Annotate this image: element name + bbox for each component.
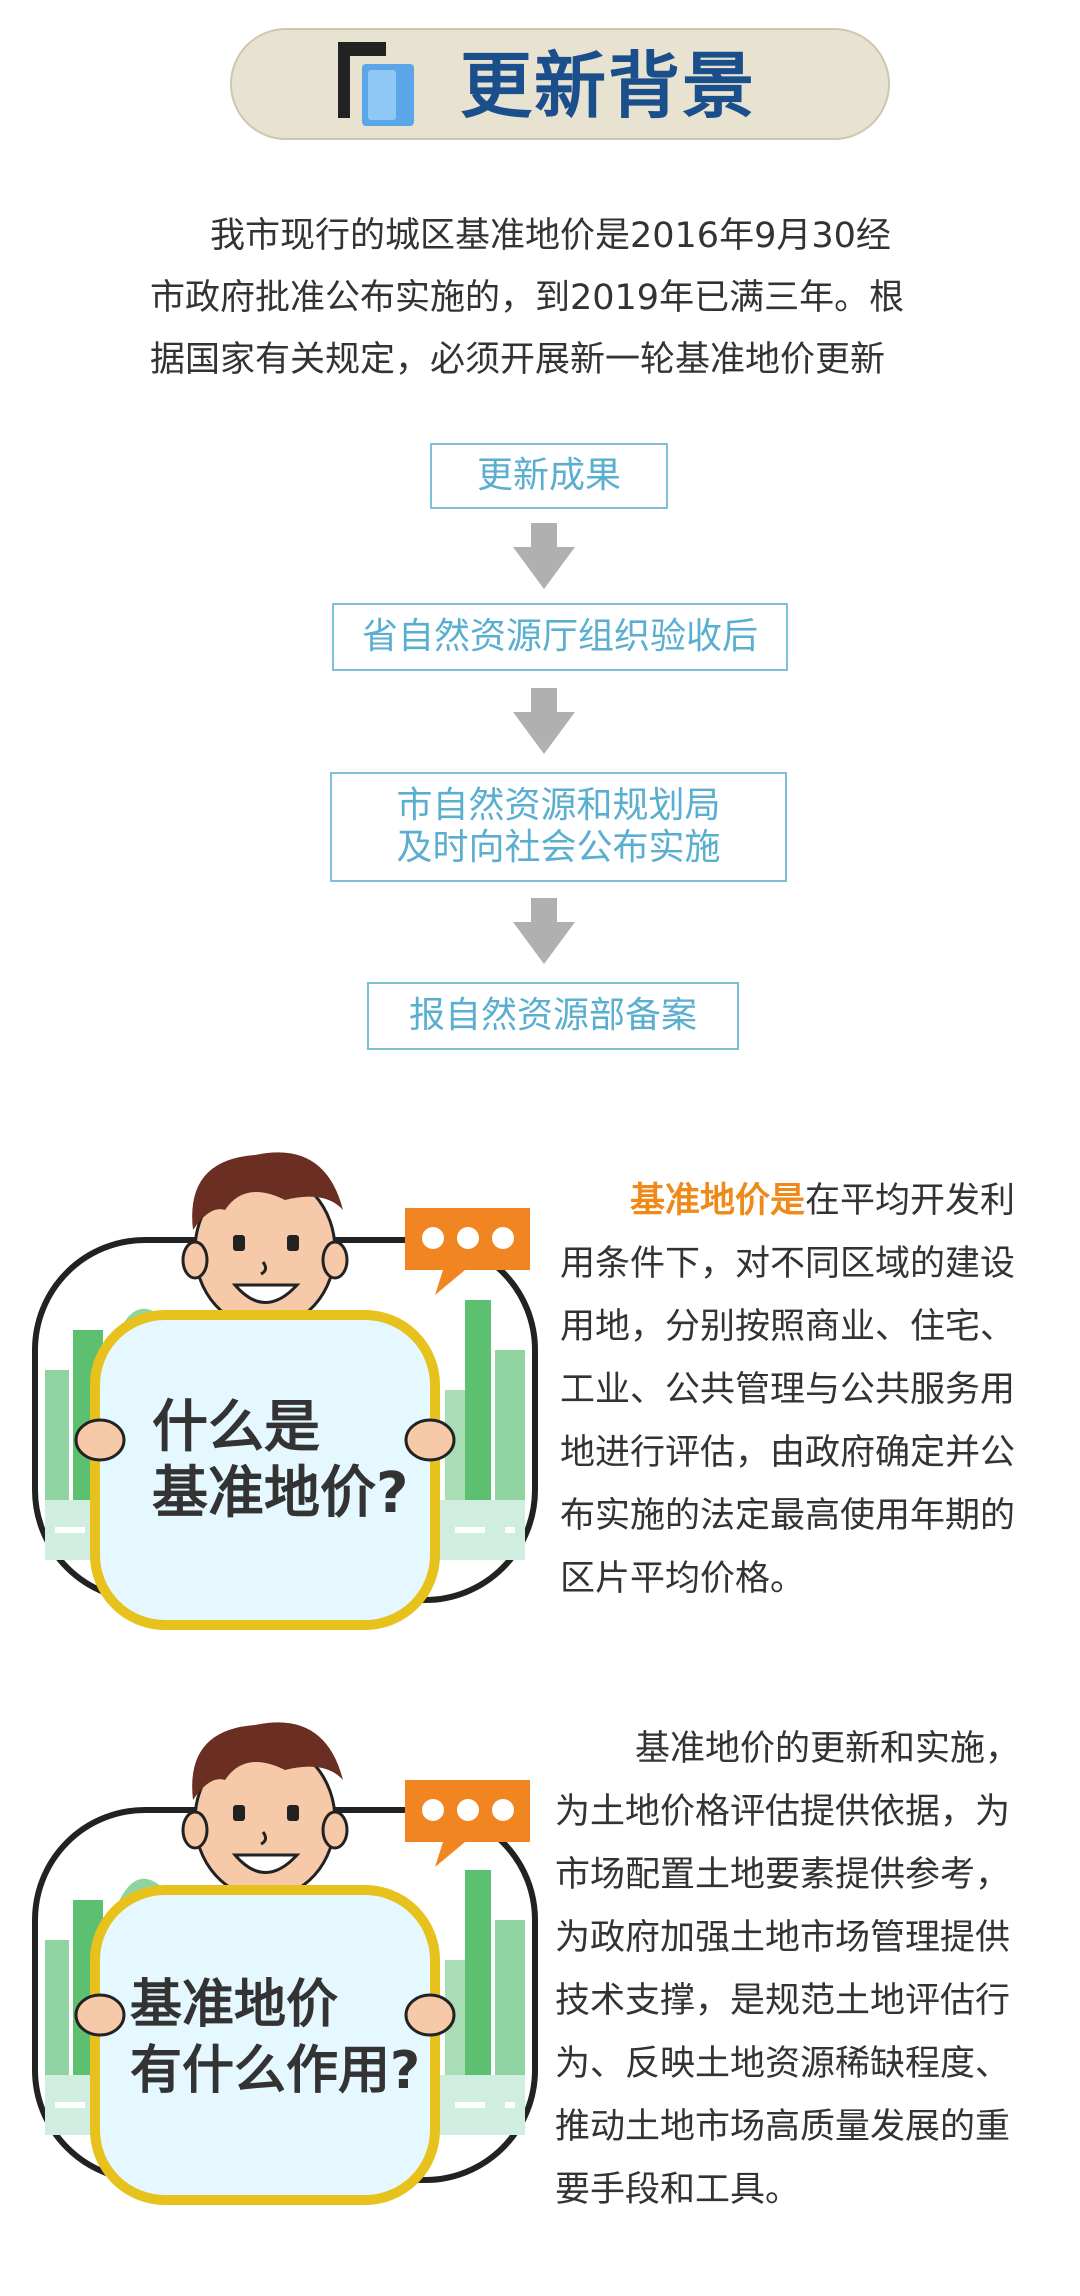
qa1-answer: 基准地价是在平均开发利 用条件下，对不同区域的建设 用地，分别按照商业、住宅、 …: [560, 1170, 1055, 1611]
answer-line: 在平均开发利: [805, 1181, 1016, 1221]
answer-line: 为、反映土地资源稀缺程度、: [555, 2044, 1011, 2084]
page-title: 更新背景: [460, 44, 757, 128]
speech-bubble-icon: [405, 1780, 530, 1867]
flow-step-text: 及时向社会公布实施: [396, 827, 721, 868]
sign-text: 什么是 基准地价?: [152, 1395, 408, 1527]
flow-step-1: 更新成果: [430, 443, 668, 509]
answer-line: 为土地价格评估提供依据，为: [555, 1792, 1011, 1832]
answer-line: 为政府加强土地市场管理提供: [555, 1918, 1011, 1958]
qa2-answer: 基准地价的更新和实施， 为土地价格评估提供依据，为 市场配置土地要素提供参考， …: [555, 1718, 1055, 2222]
answer-line: 用条件下，对不同区域的建设: [560, 1244, 1016, 1284]
answer-line: 工业、公共管理与公共服务用: [560, 1370, 1016, 1410]
character-illustration: [32, 1152, 538, 1630]
sign-line: 基准地价: [130, 1975, 339, 2035]
answer-line: 区片平均价格。: [560, 1559, 806, 1599]
flow-step-text: 报自然资源部备案: [408, 995, 697, 1036]
sign-line: 有什么作用?: [130, 2041, 421, 2101]
sign-text: 基准地价 有什么作用?: [130, 1972, 420, 2104]
document-icon: [338, 42, 414, 126]
answer-line: 地进行评估，由政府确定并公: [560, 1433, 1016, 1473]
answer-line: 要手段和工具。: [555, 2170, 801, 2210]
arrow-down-icon: [513, 688, 575, 754]
intro-paragraph: 我市现行的城区基准地价是2016年9月30经 市政府批准公布实施的，到2019年…: [150, 205, 950, 391]
city-buildings-right: [445, 1870, 525, 2080]
intro-line: 我市现行的城区基准地价是2016年9月30经: [210, 216, 891, 256]
arrow-down-icon: [513, 898, 575, 964]
answer-line: 市场配置土地要素提供参考，: [555, 1855, 1011, 1895]
flow-step-text: 更新成果: [476, 455, 621, 496]
sign-line: 基准地价?: [152, 1461, 409, 1526]
answer-line: 技术支撑，是规范土地评估行: [555, 1981, 1011, 2021]
flow-step-4: 报自然资源部备案: [367, 982, 739, 1050]
speech-bubble-icon: [405, 1208, 530, 1295]
character-illustration: [32, 1722, 538, 2205]
flow-step-text: 市自然资源和规划局: [396, 785, 721, 826]
flow-step-text: 省自然资源厅组织验收后: [361, 616, 758, 657]
arrow-down-icon: [513, 523, 575, 589]
sign-line: 什么是: [152, 1395, 320, 1460]
flow-step-3: 市自然资源和规划局 及时向社会公布实施: [330, 772, 787, 882]
city-buildings-right: [445, 1300, 525, 1510]
highlight-term: 基准地价是: [630, 1181, 806, 1221]
answer-line: 推动土地市场高质量发展的重: [555, 2107, 1011, 2147]
flow-step-2: 省自然资源厅组织验收后: [332, 603, 788, 671]
intro-line: 市政府批准公布实施的，到2019年已满三年。根: [150, 278, 905, 318]
answer-line: 用地，分别按照商业、住宅、: [560, 1307, 1016, 1347]
intro-line: 据国家有关规定，必须开展新一轮基准地价更新: [150, 340, 886, 380]
answer-line: 基准地价的更新和实施，: [635, 1729, 1021, 1769]
answer-line: 布实施的法定最高使用年期的: [560, 1496, 1016, 1536]
